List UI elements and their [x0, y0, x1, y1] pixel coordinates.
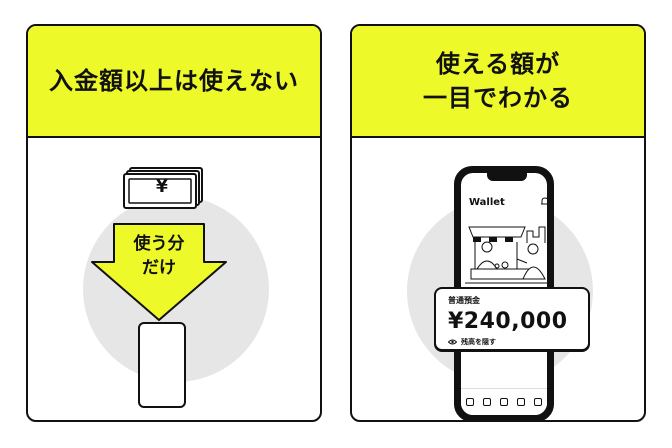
right-card: 使える額が 一目でわかる Wallet: [350, 24, 646, 422]
arrow-label: 使う分 だけ: [90, 232, 228, 280]
phone-notch: [487, 173, 527, 181]
bell-icon[interactable]: [541, 197, 547, 206]
tab-bar: [461, 388, 547, 415]
arrow-label-line2: だけ: [142, 258, 176, 278]
shop-scene-illustration: [465, 226, 547, 284]
right-card-title-line1: 使える額が: [435, 50, 561, 78]
left-card-title: 入金額以上は使えない: [49, 67, 299, 95]
hide-balance-label: 残高を隠す: [461, 338, 496, 346]
left-card: 入金額以上は使えない ¥ 使う分 だけ: [26, 24, 322, 422]
right-card-header: 使える額が 一目でわかる: [352, 26, 644, 138]
app-title: Wallet: [469, 197, 505, 208]
eye-icon: [448, 339, 457, 345]
tab-bank-icon[interactable]: [482, 398, 491, 406]
right-card-title-line2: 一目でわかる: [423, 84, 573, 112]
banknote-icon: [123, 167, 203, 209]
left-card-header: 入金額以上は使えない: [28, 26, 320, 138]
tab-card-icon[interactable]: [517, 398, 526, 406]
arrow-label-line1: 使う分: [133, 234, 185, 254]
tab-pay-icon[interactable]: [499, 398, 508, 406]
hide-balance-toggle[interactable]: 残高を隠す: [448, 337, 496, 347]
down-arrow-icon: [91, 223, 227, 321]
tab-home-icon[interactable]: [465, 398, 474, 406]
banknote-symbol: ¥: [156, 177, 168, 197]
smartphone-icon: [138, 322, 186, 408]
tab-menu-icon[interactable]: [534, 398, 543, 406]
balance-card: 普通預金 ¥240,000 残高を隠す: [434, 287, 590, 351]
balance-amount: ¥240,000: [448, 309, 568, 334]
account-type-label: 普通預金: [448, 296, 480, 305]
